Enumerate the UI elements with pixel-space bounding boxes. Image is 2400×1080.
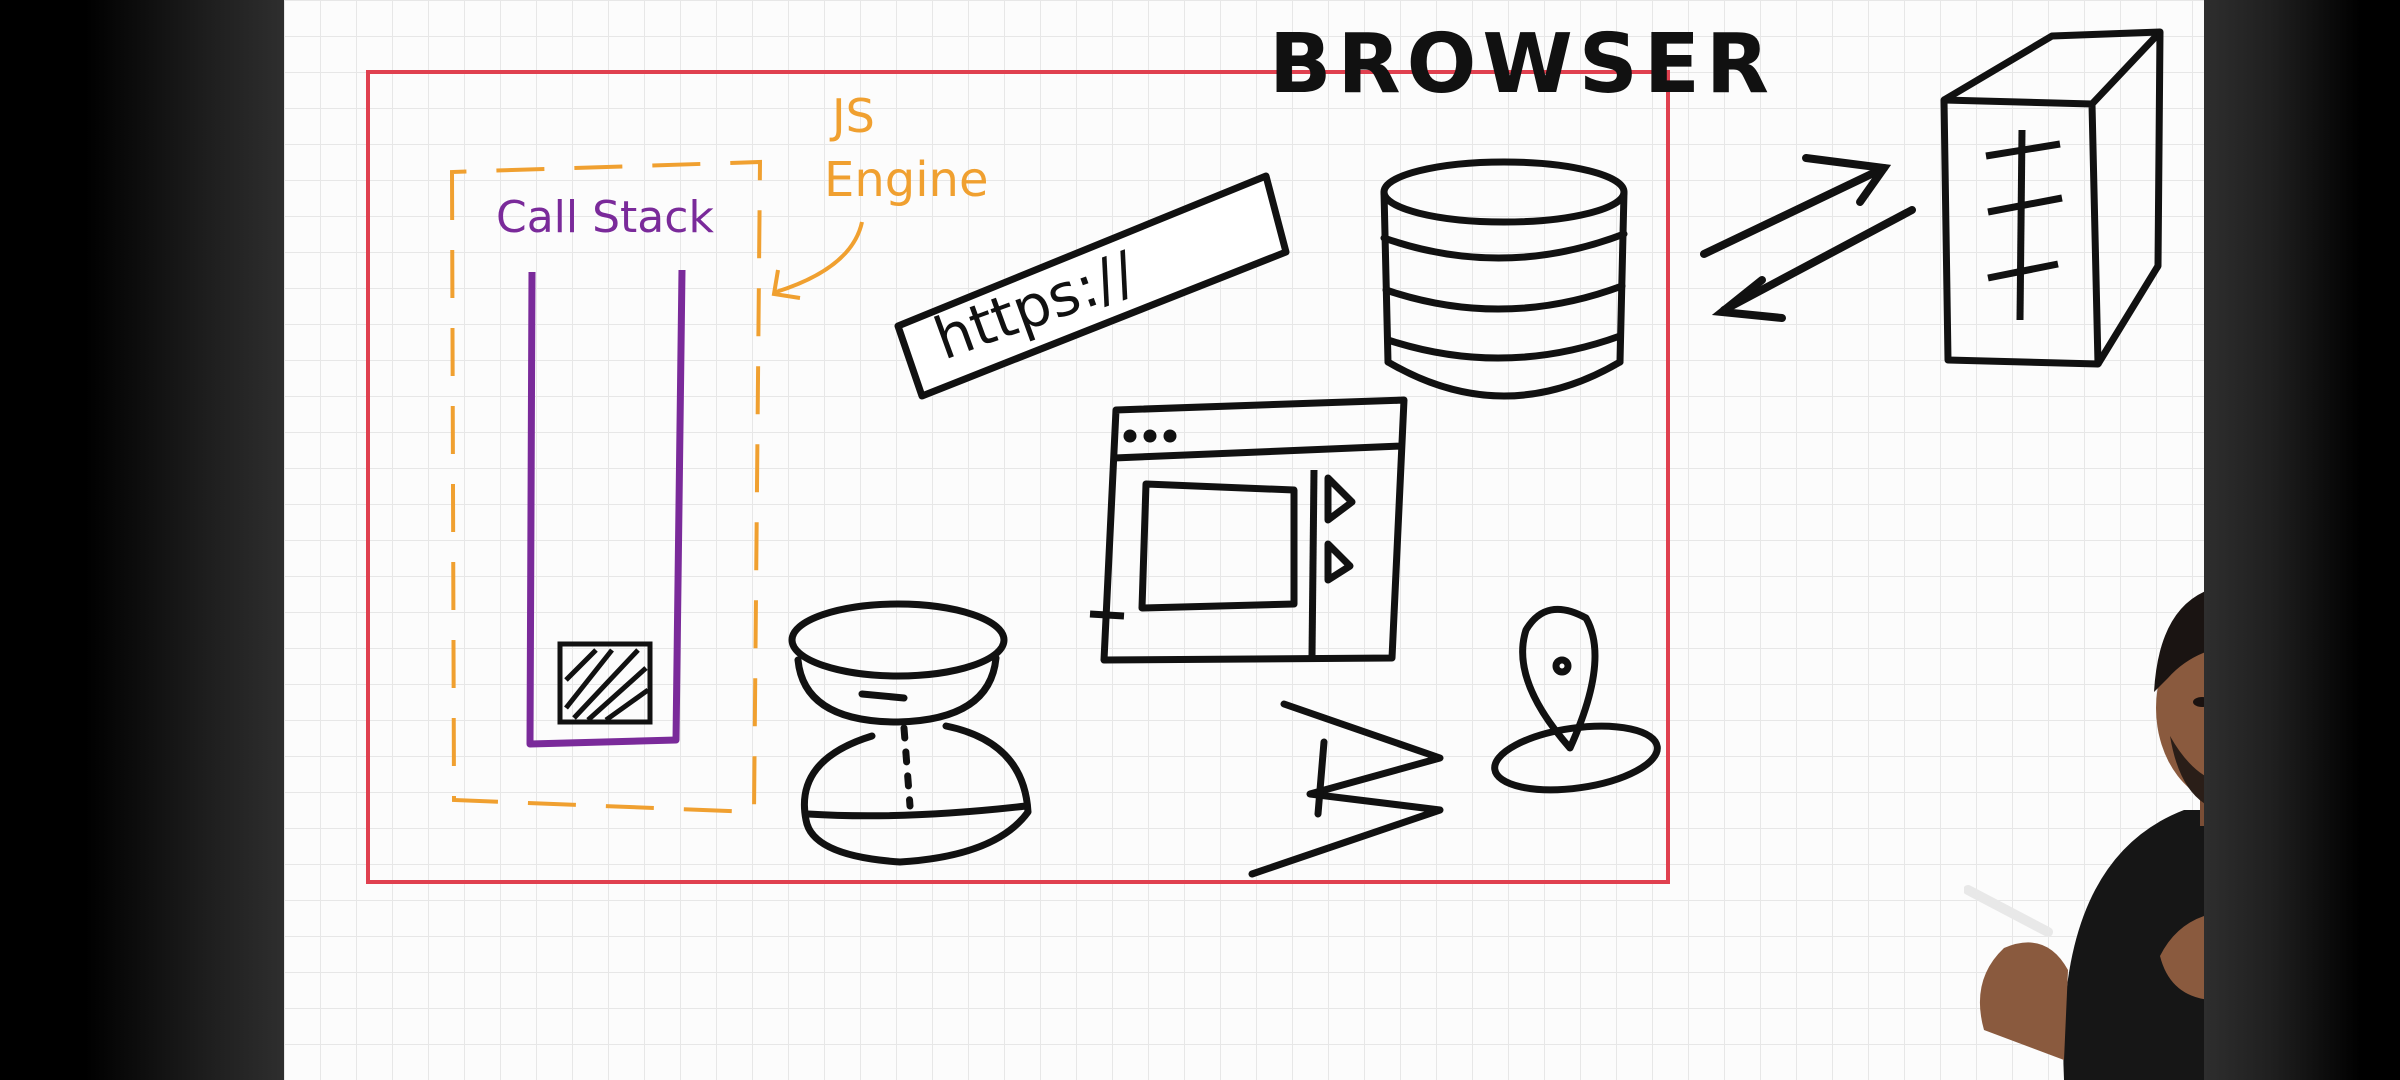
server-icon [1940, 28, 2164, 368]
stylus-pen [1964, 885, 2053, 937]
diagram-canvas: BROWSER JS Engine Call Stack https:// [366, 17, 2164, 884]
whiteboard: BROWSER JS Engine Call Stack https:// [284, 0, 2204, 1080]
location-pin-icon [1491, 606, 1661, 794]
presenter-beard [2170, 736, 2204, 804]
database-icon [1380, 158, 1628, 400]
timer-icon [788, 600, 1032, 866]
js-engine-box [449, 159, 763, 815]
presenter-figure [1964, 591, 2204, 1080]
right-letterbox [2204, 0, 2400, 1080]
call-stack-container [526, 269, 686, 748]
browser-box [366, 70, 1670, 884]
browser-window-icon [1089, 396, 1408, 664]
js-engine-label-js: JS [829, 89, 875, 143]
presenter-body [2063, 810, 2204, 1080]
call-stack-label: Call Stack [496, 192, 714, 243]
left-letterbox [0, 0, 284, 1080]
bluetooth-icon [1248, 700, 1444, 878]
presenter-hair [2154, 591, 2204, 692]
sync-arrows-icon [1700, 154, 1916, 322]
presenter-right-hand [2160, 916, 2204, 1000]
js-engine-arrowhead [771, 269, 801, 300]
call-stack-frame [557, 641, 653, 725]
browser-label: BROWSER [1269, 17, 1775, 112]
js-engine-arrow [775, 221, 864, 294]
js-engine-label-engine: Engine [824, 152, 989, 208]
presenter-left-hand [1979, 942, 2068, 1060]
url-bar: https:// [894, 172, 1290, 400]
